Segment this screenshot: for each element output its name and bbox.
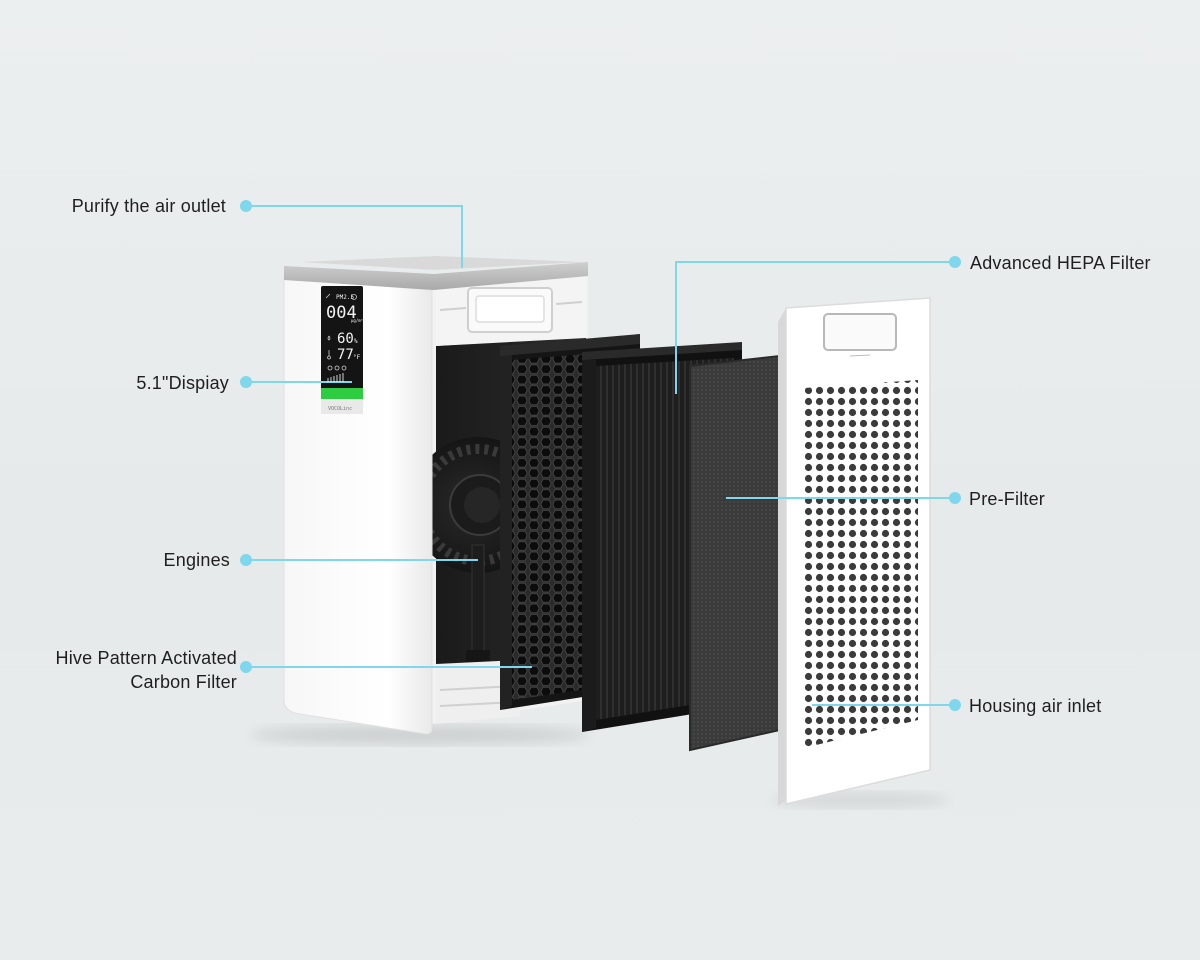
hepa-leader-line bbox=[675, 261, 955, 394]
brand-logo-text: VOCOLinc bbox=[328, 406, 352, 412]
mode-icon bbox=[327, 365, 333, 371]
purifier-shadow bbox=[250, 725, 590, 745]
thermometer-icon bbox=[327, 350, 331, 360]
callout-label-carbon-line-1: Hive Pattern Activated bbox=[55, 648, 237, 668]
callout-label-prefilter: Pre-Filter bbox=[969, 489, 1046, 509]
inlet-callout-dot bbox=[949, 699, 961, 711]
pm-label: PM2.5 bbox=[336, 294, 354, 301]
callout-label-display: 5.1"Dispiay bbox=[136, 373, 229, 393]
prefilter-callout-dot bbox=[949, 492, 961, 504]
engines-callout-dot bbox=[240, 554, 252, 566]
display-status-icons bbox=[325, 293, 357, 382]
callout-label-carbon: Hive Pattern Activated Carbon Filter bbox=[10, 646, 237, 694]
humidity-value: 60 bbox=[337, 331, 354, 347]
humidity-icon bbox=[327, 335, 331, 341]
air-quality-bars-icon bbox=[327, 373, 344, 382]
pm-value: 004 bbox=[326, 303, 357, 323]
outlet-callout-dot bbox=[240, 200, 252, 212]
pm-unit: μg/m³ bbox=[351, 318, 363, 323]
pre-filter-part bbox=[689, 354, 781, 752]
hepa-callout-dot bbox=[949, 256, 961, 268]
display-callout-dot bbox=[240, 376, 252, 388]
callout-dots bbox=[240, 200, 961, 711]
temperature-unit: °F bbox=[353, 354, 361, 361]
callout-label-hepa: Advanced HEPA Filter bbox=[970, 253, 1151, 273]
callout-label-inlet: Housing air inlet bbox=[969, 696, 1102, 716]
humidity-unit: % bbox=[354, 338, 358, 345]
timer-icon bbox=[334, 365, 340, 371]
temperature-value: 77 bbox=[337, 347, 354, 363]
callout-label-carbon-line-2: Carbon Filter bbox=[130, 672, 237, 692]
fan-speed-icon bbox=[325, 293, 331, 299]
power-icon bbox=[351, 294, 357, 300]
outlet-leader-line bbox=[246, 205, 463, 268]
carbon-callout-dot bbox=[240, 661, 252, 673]
housing-panel-part bbox=[778, 297, 931, 806]
callout-label-outlet: Purify the air outlet bbox=[71, 196, 226, 216]
display-readouts: PM2.5 004 μg/m³ 60 % 77 °F VOCOLinc bbox=[326, 294, 363, 412]
lock-icon bbox=[341, 365, 347, 371]
callout-label-engines: Engines bbox=[163, 550, 230, 570]
callout-lines bbox=[246, 205, 955, 706]
